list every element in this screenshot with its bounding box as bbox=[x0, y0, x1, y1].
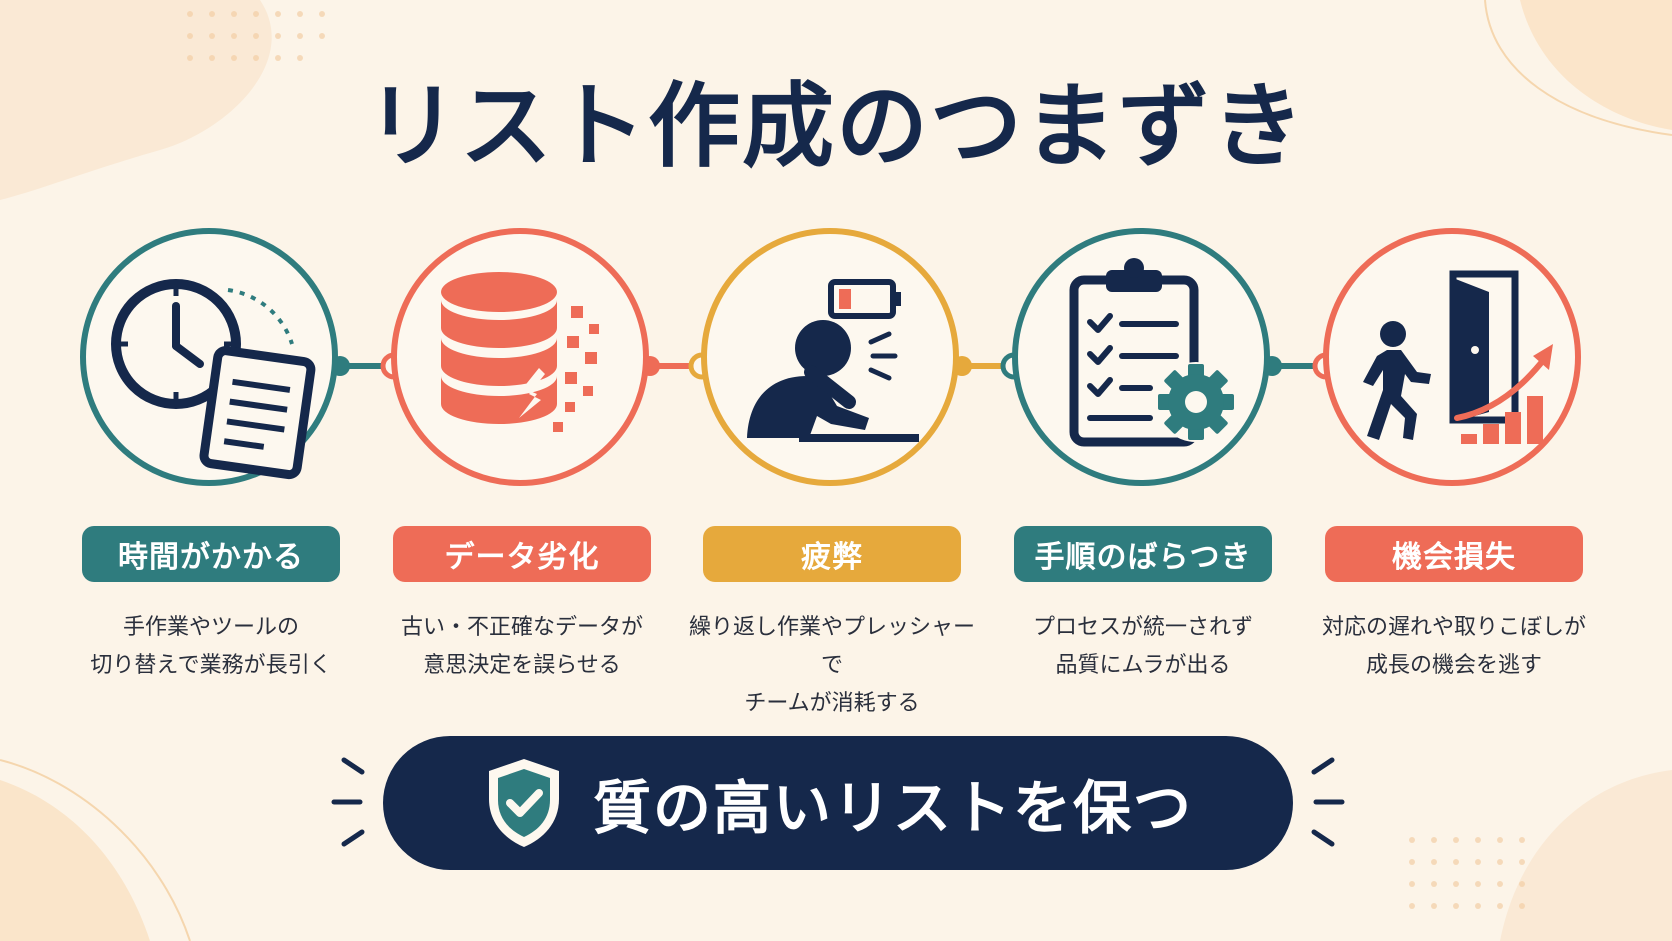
desc-line: 品質にムラが出る bbox=[1055, 653, 1231, 678]
desc-line: 古い・不正確なデータが bbox=[400, 615, 643, 640]
step-label: 時間がかかる bbox=[82, 526, 340, 582]
step-description: 繰り返し作業やプレッシャーで チームが消耗する bbox=[685, 609, 979, 723]
step-label: 機会損失 bbox=[1325, 526, 1583, 582]
exhausted-person-low-battery-icon bbox=[747, 279, 919, 442]
step-description: プロセスが統一されず 品質にムラが出る bbox=[996, 609, 1290, 685]
step-description: 手作業やツールの 切り替えで業務が長引く bbox=[64, 609, 358, 685]
step-description: 古い・不正確なデータが 意思決定を誤らせる bbox=[375, 609, 669, 685]
desc-line: 切り替えで業務が長引く bbox=[90, 653, 332, 678]
banner-text: 質の高いリストを保つ bbox=[592, 774, 1193, 842]
desc-line: 成長の機会を逃す bbox=[1365, 653, 1542, 678]
person-leaving-door-icon bbox=[1363, 270, 1553, 444]
desc-line: 繰り返し作業やプレッシャーで bbox=[688, 615, 975, 678]
step-description: 対応の遅れや取りこぼしが 成長の機会を逃す bbox=[1307, 609, 1601, 685]
desc-line: 手作業やツールの bbox=[122, 615, 299, 640]
burst-lines-right bbox=[1311, 757, 1345, 847]
summary-banner: 質の高いリストを保つ bbox=[383, 736, 1293, 870]
step-label: 手順のばらつき bbox=[1014, 526, 1272, 582]
step-label: 疲弊 bbox=[703, 526, 961, 582]
cracked-database-icon bbox=[441, 272, 599, 432]
burst-lines-left bbox=[331, 757, 365, 847]
clipboard-gear-icon bbox=[1069, 258, 1236, 447]
clock-document-icon bbox=[111, 279, 316, 480]
desc-line: 対応の遅れや取りこぼしが bbox=[1321, 615, 1586, 640]
gear-icon bbox=[1156, 362, 1236, 442]
step-label: データ劣化 bbox=[393, 526, 651, 582]
page-title: リスト作成のつまずき bbox=[365, 73, 1306, 180]
desc-line: チームが消耗する bbox=[744, 691, 920, 716]
shield-check-icon bbox=[488, 759, 559, 847]
desc-line: プロセスが統一されず bbox=[1032, 615, 1253, 640]
desc-line: 意思決定を誤らせる bbox=[423, 653, 621, 678]
